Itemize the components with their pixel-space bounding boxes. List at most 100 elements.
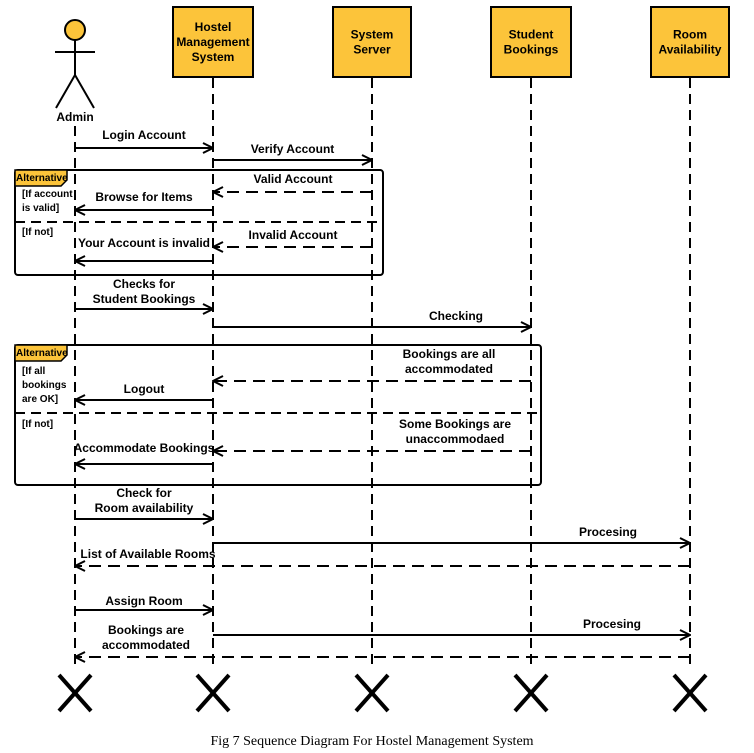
- message-procesing: Procesing: [213, 617, 690, 635]
- message-valid-account: Valid Account: [213, 172, 372, 192]
- message-list-of-available-rooms: List of Available Rooms: [75, 547, 690, 566]
- message-label-line: accommodated: [405, 362, 493, 376]
- message-label: Your Account is invalid: [78, 236, 210, 250]
- message-your-account-is-invalid: Your Account is invalid: [75, 236, 213, 261]
- lifeline-label-line: Hostel: [195, 20, 232, 34]
- message-label-line: Accommodate Bookings: [74, 441, 215, 455]
- message-browse-for-items: Browse for Items: [75, 190, 213, 210]
- lifeline-label-line: Management: [176, 35, 249, 49]
- message-logout: Logout: [75, 382, 213, 400]
- message-login-account: Login Account: [75, 128, 213, 148]
- message-label-line: accommodated: [102, 638, 190, 652]
- message-label: Checking: [429, 309, 483, 323]
- fragment-frame: [14, 344, 542, 486]
- actor-head: [64, 19, 86, 41]
- fragment-guard-line: [If not]: [22, 419, 53, 430]
- lifeline-label-line: Availability: [659, 43, 722, 57]
- actor-label: Admin: [56, 110, 93, 124]
- fragment-guard: [If not]: [22, 419, 53, 430]
- message-assign-room: Assign Room: [75, 594, 213, 610]
- lifeline-box: [172, 6, 254, 78]
- message-label-line: Procesing: [579, 525, 637, 539]
- fragment-guard-line: is valid]: [22, 203, 59, 214]
- message-label: Procesing: [583, 617, 641, 631]
- fragment-type-label: Alternative: [16, 348, 68, 359]
- message-checking: Checking: [213, 309, 531, 327]
- fragment-guard: [If not]: [22, 227, 53, 238]
- message-label-line: Some Bookings are: [399, 417, 511, 431]
- lifeline-box: [490, 6, 572, 78]
- message-verify-account: Verify Account: [213, 142, 372, 160]
- alternative-fragment: Alternative [If account is valid] [If not]: [14, 169, 384, 276]
- fragment-tag: [14, 344, 68, 362]
- lifeline-box: [332, 6, 412, 78]
- message-label-line: Bookings are all: [403, 347, 496, 361]
- fragment-guard-line: [If all: [22, 366, 46, 377]
- fragment-guard-line: [If not]: [22, 227, 53, 238]
- destroy-marker-icon: [354, 673, 390, 713]
- admin-actor-icon: Admin: [55, 19, 95, 124]
- message-label-line: Login Account: [102, 128, 186, 142]
- message-label-line: Assign Room: [105, 594, 182, 608]
- destroy-marker-icon: [672, 673, 708, 713]
- message-label: Verify Account: [251, 142, 335, 156]
- message-label: Valid Account: [254, 172, 333, 186]
- message-label: Logout: [124, 382, 165, 396]
- message-label-line: Invalid Account: [249, 228, 338, 242]
- message-label-line: Check for: [116, 486, 172, 500]
- fragment-type-label: Alternative: [16, 173, 68, 184]
- message-invalid-account: Invalid Account: [213, 228, 372, 247]
- message-label-line: Procesing: [583, 617, 641, 631]
- figure-caption: Fig 7 Sequence Diagram For Hostel Manage…: [210, 734, 533, 749]
- message-label-line: Bookings are: [108, 623, 184, 637]
- message-label-line: Verify Account: [251, 142, 335, 156]
- fragment-guard-line: bookings: [22, 380, 67, 391]
- message-label: List of Available Rooms: [80, 547, 215, 561]
- lifeline-label-line: System: [351, 28, 394, 42]
- lifeline-box: [650, 6, 730, 78]
- message-label-line: Logout: [124, 382, 165, 396]
- message-label-line: Checks for: [113, 277, 175, 291]
- lifeline-label-line: Server: [353, 43, 391, 57]
- message-label-line: Browse for Items: [95, 190, 193, 204]
- fragment-guard: [If account is valid]: [22, 189, 73, 214]
- lifeline-label-line: System: [192, 50, 235, 64]
- message-accommodate-bookings: Accommodate Bookings: [74, 441, 215, 464]
- message-label-line: Room availability: [95, 501, 194, 515]
- destroy-marker-icon: [57, 673, 93, 713]
- lifeline-label-line: Bookings: [504, 43, 559, 57]
- message-procesing: Procesing: [213, 525, 690, 543]
- message-label-line: List of Available Rooms: [80, 547, 215, 561]
- destroy-marker-icon: [195, 673, 231, 713]
- destroy-marker-icon: [513, 673, 549, 713]
- message-label: Invalid Account: [249, 228, 338, 242]
- fragment-tag: [14, 169, 68, 187]
- message-label-line: Valid Account: [254, 172, 333, 186]
- message-label: Browse for Items: [95, 190, 193, 204]
- message-label: Accommodate Bookings: [74, 441, 215, 455]
- lifeline-label-line: Student: [509, 28, 554, 42]
- message-label: Login Account: [102, 128, 186, 142]
- fragment-guard-line: [If account: [22, 189, 73, 200]
